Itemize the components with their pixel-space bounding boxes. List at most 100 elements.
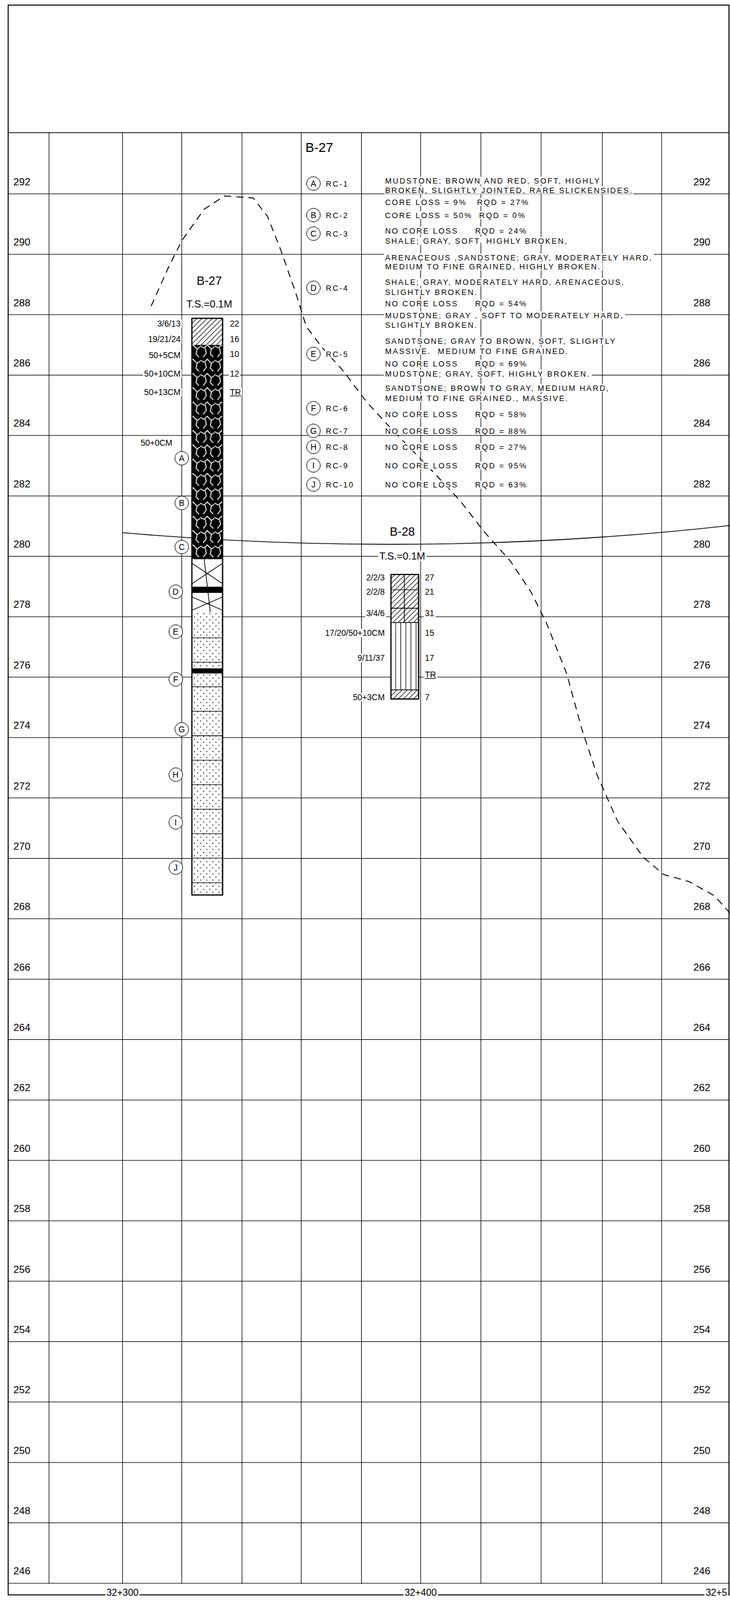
boring-note: T.S.=0.1M [378, 551, 427, 562]
rock-description: MUDSTONE; BROWN AND RED, SOFT, HIGHLY [383, 176, 602, 185]
run-number: RC-2 [324, 211, 350, 220]
elevation-label: 288 [692, 297, 712, 308]
n-value: 21 [423, 587, 436, 596]
elevation-label: 284 [692, 418, 712, 429]
elevation-label: 248 [692, 1505, 712, 1516]
rock-description: BROKEN, SLIGHTLY JOINTED, RARE SLICKENSI… [383, 185, 635, 194]
grid [8, 132, 730, 1584]
elevation-label: 246 [692, 1566, 712, 1577]
grid-line [8, 1160, 730, 1161]
rock-description: NO CORE LOSS RQD = 95% [383, 461, 529, 469]
grid-line [8, 1039, 730, 1040]
run-number: RC-6 [324, 404, 350, 412]
blow-count: 50+5CM [147, 350, 182, 360]
grid-line [8, 1401, 730, 1403]
run-number: RC-7 [324, 426, 350, 435]
n-value: 27 [423, 573, 436, 582]
blow-count: 19/21/24 [146, 334, 182, 344]
grid-line [8, 797, 730, 799]
grid-line [8, 1582, 730, 1584]
n-value: TR [228, 387, 243, 397]
elevation-label: 276 [12, 659, 32, 670]
elevation-label: 246 [12, 1566, 32, 1577]
grid-line [191, 759, 223, 761]
run-circle: B [306, 207, 321, 223]
grid-line [8, 495, 730, 497]
run-circle: F [306, 401, 321, 416]
grid-line [8, 918, 730, 919]
run-circle: J [306, 477, 321, 492]
blow-count: 9/11/37 [356, 653, 387, 663]
elevation-label: 262 [692, 1082, 712, 1093]
run-number: RC-9 [324, 461, 350, 469]
elevation-label: 268 [692, 901, 712, 912]
run-number: RC-8 [324, 443, 350, 452]
run-circle: G [174, 722, 189, 737]
run-letter: D [172, 587, 179, 596]
rock-description: MUDSTONE; GRAY, SOFT, HIGHLY BROKEN. [383, 369, 592, 378]
elevation-label: 282 [12, 478, 32, 489]
rock-description: MEDIUM TO FINE GRAINED., MASSIVE. [383, 393, 570, 402]
run-letter: F [172, 675, 179, 684]
grid-line [191, 686, 223, 688]
run-number: RC-3 [324, 230, 350, 238]
run-letter: J [173, 863, 178, 872]
run-letter: H [310, 442, 317, 452]
grid-line [191, 637, 223, 639]
grid-line [191, 735, 223, 736]
blow-count: 50+13CM [143, 387, 182, 397]
grid-line [8, 555, 730, 557]
boring-note: T.S.=0.1M [185, 299, 234, 310]
rock-description: NO CORE LOSS RQD = 63% [383, 480, 529, 489]
grid-line [191, 808, 223, 810]
elevation-label: 278 [12, 599, 32, 610]
elevation-label: 274 [12, 720, 32, 731]
grid-line [8, 1220, 730, 1222]
elevation-label: 282 [692, 478, 712, 489]
rock-description: NO CORE LOSS RQD = 27% [383, 443, 529, 452]
rock-description: CORE LOSS = 9% RQD = 27% [383, 198, 531, 207]
elevation-label: 290 [692, 237, 712, 248]
blow-count: 50+10CM [143, 369, 182, 378]
run-letter: B [178, 498, 185, 508]
rock-description: NO CORE LOSS RQD = 24% [383, 226, 529, 235]
run-letter: E [172, 627, 179, 636]
elevation-label: 260 [12, 1142, 32, 1154]
n-value: 22 [228, 319, 241, 328]
rock-description: SLIGHTLY BROKEN. [383, 287, 480, 296]
run-letter: A [178, 454, 185, 463]
run-circle: H [168, 767, 183, 782]
elevation-label: 274 [692, 720, 712, 731]
log-heading: B-27 [304, 141, 335, 155]
sheet-frame [8, 5, 730, 1596]
rock-description: MASSIVE. MEDIUM TO FINE GRAINED. [383, 347, 570, 356]
grid-line [191, 833, 223, 834]
run-letter: I [174, 818, 177, 827]
elevation-label: 284 [12, 418, 32, 429]
grid-line [191, 710, 223, 712]
blow-count: 2/2/8 [364, 587, 386, 596]
elevation-label: 266 [12, 961, 32, 972]
run-circle: A [306, 176, 321, 191]
run-letter: C [310, 229, 317, 238]
run-circle: H [306, 439, 321, 455]
blow-count: 2/2/3 [364, 573, 386, 582]
boring-name: B-28 [388, 525, 416, 538]
grid-line [191, 662, 223, 663]
station-label: 32+5 [704, 1588, 729, 1598]
station-label: 32+400 [403, 1588, 438, 1598]
grid-line [8, 858, 730, 859]
blow-count: 50+3CM [351, 693, 386, 702]
run-letter: A [310, 179, 316, 188]
run-circle: C [306, 226, 321, 241]
n-value: 31 [423, 609, 436, 618]
run-circle: D [306, 280, 321, 295]
run-circle: F [168, 672, 183, 687]
run-letter: G [178, 725, 186, 734]
n-value: 16 [228, 334, 241, 344]
run-circle: E [306, 346, 321, 362]
n-value: 10 [228, 349, 241, 359]
grid-line [8, 1341, 730, 1343]
